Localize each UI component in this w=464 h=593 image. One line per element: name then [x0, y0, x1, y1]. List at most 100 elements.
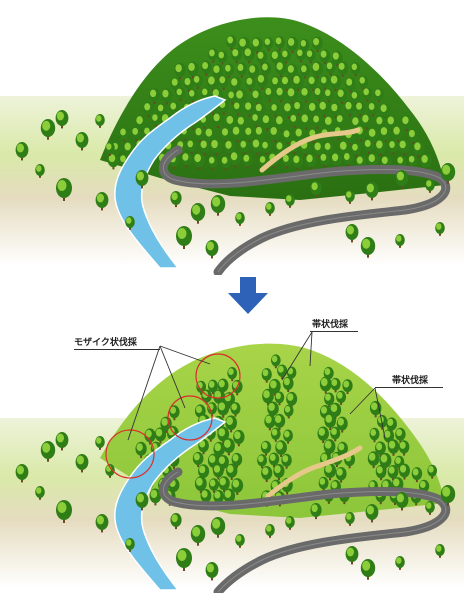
tree-icon	[379, 452, 392, 471]
tree-icon	[270, 427, 281, 442]
tree-icon	[205, 562, 219, 581]
mosaic-highlight-circle	[195, 353, 241, 399]
tree-icon	[186, 139, 197, 154]
tree-icon	[210, 517, 226, 538]
tree-icon	[329, 402, 342, 420]
tree-icon	[338, 140, 351, 158]
tree-icon	[95, 514, 109, 533]
tree-icon	[248, 64, 260, 80]
tree-icon	[205, 240, 219, 259]
tree-icon	[220, 126, 232, 143]
tree-icon	[282, 128, 294, 144]
tree-icon	[125, 216, 135, 230]
tree-icon	[261, 62, 272, 77]
label-underline	[375, 387, 443, 388]
tree-icon	[323, 141, 335, 157]
tree-icon	[273, 463, 285, 481]
tree-icon	[319, 152, 330, 168]
tree-icon	[283, 429, 294, 444]
tree-icon	[312, 36, 323, 53]
tree-icon	[425, 179, 435, 193]
forest-canopy	[107, 35, 432, 171]
tree-icon	[35, 486, 45, 500]
tree-icon	[335, 466, 347, 483]
tree-icon	[367, 101, 378, 117]
tree-icon	[325, 61, 336, 76]
tree-icon	[135, 170, 149, 189]
tree-icon	[336, 88, 348, 104]
tree-icon	[161, 88, 173, 105]
tree-icon	[323, 366, 334, 382]
tree-icon	[135, 492, 149, 511]
tree-icon	[269, 125, 281, 143]
tree-icon	[300, 86, 312, 103]
tree-icon	[360, 237, 376, 258]
tree-icon	[283, 404, 294, 419]
tree-icon	[300, 64, 311, 79]
tree-icon	[281, 453, 292, 469]
tree-icon	[305, 49, 316, 64]
tree-icon	[261, 465, 273, 482]
tree-icon	[274, 36, 285, 51]
tree-icon	[262, 388, 274, 406]
tree-icon	[273, 413, 286, 431]
tree-icon	[270, 102, 281, 118]
tree-icon	[257, 454, 268, 469]
tree-icon	[183, 76, 195, 92]
tree-icon	[401, 114, 413, 132]
tree-icon	[35, 164, 45, 178]
tree-icon	[251, 37, 263, 54]
tree-icon	[270, 354, 281, 369]
tree-icon	[345, 512, 355, 526]
mosaic-cutting-label: モザイク状伐採	[74, 338, 137, 348]
tree-icon	[313, 86, 324, 102]
tree-icon	[220, 155, 231, 171]
tree-icon	[310, 181, 322, 198]
tree-icon	[331, 50, 343, 67]
tree-icon	[176, 226, 192, 249]
tree-icon	[369, 427, 380, 443]
tree-icon	[383, 429, 395, 445]
tree-icon	[293, 100, 304, 116]
tree-icon	[292, 74, 304, 91]
tree-icon	[217, 400, 230, 418]
tree-icon	[350, 90, 361, 105]
tree-icon	[212, 63, 224, 81]
tree-icon	[307, 101, 320, 119]
tree-icon	[320, 75, 330, 90]
tree-icon	[230, 402, 241, 417]
tree-icon	[324, 392, 335, 408]
tree-icon	[425, 501, 435, 515]
tree-icon	[190, 525, 206, 546]
tree-icon	[236, 62, 247, 78]
label-underline	[310, 331, 358, 332]
tree-icon	[192, 451, 204, 468]
tree-icon	[208, 48, 219, 63]
tree-icon	[387, 465, 399, 481]
tree-icon	[261, 368, 272, 383]
tree-icon	[363, 138, 375, 154]
tree-icon	[440, 485, 456, 506]
tree-icon	[296, 48, 306, 63]
tree-icon	[319, 376, 332, 394]
tree-icon	[131, 126, 142, 142]
tree-icon	[148, 88, 160, 104]
tree-icon	[217, 50, 228, 65]
after-scene: モザイク状伐採 帯状伐採 帯状伐採	[0, 318, 464, 593]
tree-icon	[435, 544, 445, 558]
tree-icon	[395, 170, 409, 189]
tree-icon	[282, 153, 293, 169]
tree-icon	[187, 61, 199, 79]
tree-icon	[193, 152, 206, 170]
tree-icon	[143, 101, 154, 118]
tree-icon	[277, 364, 288, 380]
tree-icon	[213, 441, 225, 459]
tree-icon	[135, 114, 147, 132]
tree-icon	[206, 74, 219, 93]
tree-icon	[335, 113, 347, 129]
tree-icon	[264, 414, 276, 431]
tree-icon	[280, 75, 292, 92]
tree-icon	[275, 440, 287, 458]
tree-icon	[395, 427, 406, 443]
tree-icon	[361, 113, 373, 130]
